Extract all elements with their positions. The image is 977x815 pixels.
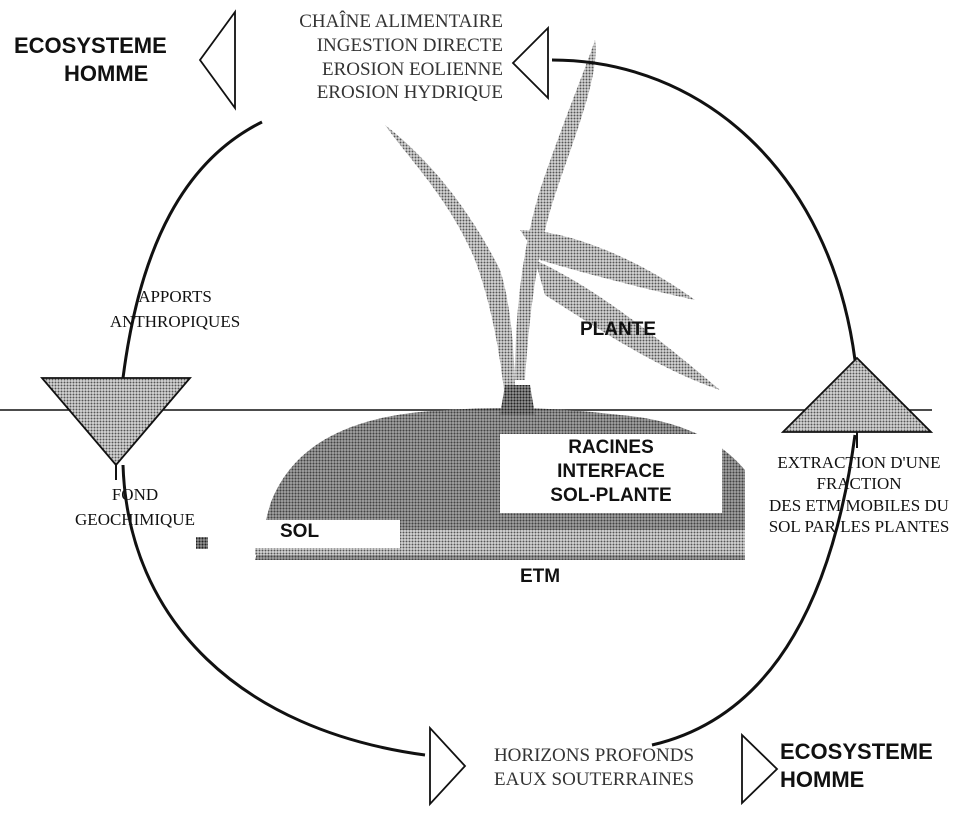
arrows bbox=[42, 12, 931, 804]
soil-label: SOL bbox=[212, 520, 400, 548]
arc-left-top bbox=[123, 122, 262, 378]
plant-label: PLANTE bbox=[580, 318, 656, 342]
etm-label: ETM bbox=[520, 565, 560, 589]
cycle-arcs bbox=[123, 60, 855, 755]
geochemical-background-label: FOND GEOCHIMIQUE bbox=[60, 484, 210, 531]
plant-leaf-left bbox=[385, 125, 515, 400]
arrow-top-left-white bbox=[200, 12, 235, 108]
plant-extraction-label: EXTRACTION D'UNE FRACTION DES ETM MOBILE… bbox=[745, 452, 973, 537]
arrow-inputs-down-gray bbox=[42, 378, 190, 465]
pathway-water-erosion: EROSION HYDRIQUE bbox=[258, 81, 503, 105]
anthropic-inputs-label: APPORTS ANTHROPIQUES bbox=[80, 286, 270, 333]
roots-interface-label: RACINES INTERFACE SOL-PLANTE bbox=[500, 434, 722, 513]
pathway-deep-horizons: HORIZONS PROFONDS bbox=[470, 744, 718, 768]
bottom-pathways-list: HORIZONS PROFONDS EAUX SOUTERRAINES bbox=[470, 744, 718, 792]
pathway-groundwater: EAUX SOUTERRAINES bbox=[470, 768, 718, 792]
top-left-ecosystem-label: ECOSYSTEME HOMME bbox=[14, 32, 167, 87]
pathway-wind-erosion: EROSION EOLIENNE bbox=[258, 58, 503, 82]
pathway-food-chain: CHAÎNE ALIMENTAIRE bbox=[258, 10, 503, 34]
arrow-bottom-center-white bbox=[430, 728, 465, 804]
pathway-direct-ingestion: INGESTION DIRECTE bbox=[258, 34, 503, 58]
arrow-extraction-up-gray bbox=[783, 358, 931, 432]
bottom-right-ecosystem-label: ECOSYSTEME HOMME bbox=[780, 738, 933, 793]
arrow-top-center-white bbox=[513, 28, 548, 98]
arrow-bottom-right-white bbox=[742, 735, 777, 803]
top-pathways-list: CHAÎNE ALIMENTAIRE INGESTION DIRECTE ERO… bbox=[258, 10, 503, 105]
